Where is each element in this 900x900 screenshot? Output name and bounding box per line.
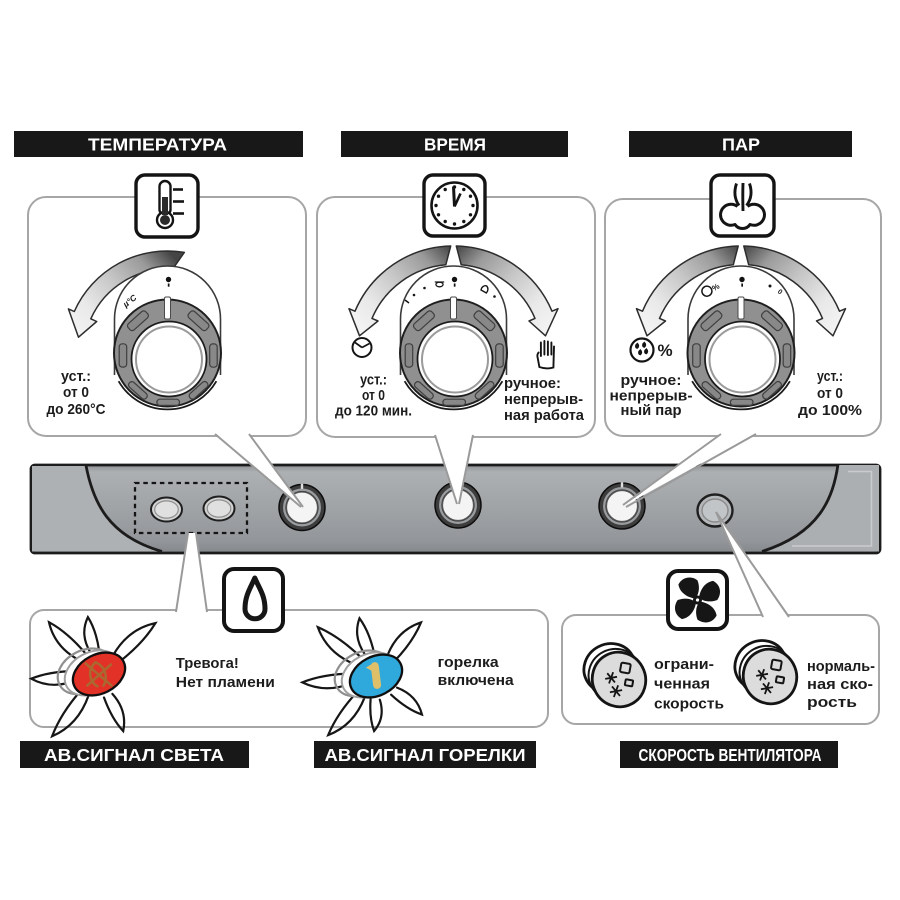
svg-text:0: 0	[776, 288, 784, 296]
svg-text:АВ.СИГНАЛ ГОРЕЛКИ: АВ.СИГНАЛ ГОРЕЛКИ	[325, 745, 526, 765]
svg-text:уст.:: уст.:	[817, 368, 843, 385]
svg-text:от 0: от 0	[63, 384, 89, 401]
svg-text:ручное:: ручное:	[621, 372, 682, 389]
svg-text:до 260°C: до 260°C	[47, 401, 106, 418]
svg-text:%: %	[657, 341, 672, 360]
svg-text:ручное:: ручное:	[504, 375, 561, 392]
svg-text:ный пар: ный пар	[621, 402, 682, 419]
svg-text:непрерыв-: непрерыв-	[610, 388, 693, 405]
svg-text:включена: включена	[438, 672, 515, 689]
svg-text:Тревога!: Тревога!	[176, 655, 239, 672]
svg-text:до 100%: до 100%	[798, 402, 862, 419]
svg-text:ПАР: ПАР	[722, 135, 760, 155]
svg-text:ТЕМПЕРАТУРА: ТЕМПЕРАТУРА	[88, 135, 227, 155]
svg-text:от 0: от 0	[817, 385, 843, 402]
svg-text:скорость: скорость	[654, 696, 724, 713]
svg-text:ограни-: ограни-	[654, 656, 714, 673]
svg-text:АВ.СИГНАЛ СВЕТА: АВ.СИГНАЛ СВЕТА	[44, 745, 224, 765]
svg-text:до 120 мин.: до 120 мин.	[335, 403, 412, 420]
svg-text:непрерыв-: непрерыв-	[504, 391, 583, 408]
svg-text:СКОРОСТЬ ВЕНТИЛЯТОРА: СКОРОСТЬ ВЕНТИЛЯТОРА	[639, 745, 822, 765]
svg-text:ная работа: ная работа	[504, 407, 585, 424]
svg-text:ВРЕМЯ: ВРЕМЯ	[424, 135, 486, 155]
svg-text:ная ско-: ная ско-	[807, 676, 873, 693]
svg-text:горелка: горелка	[438, 654, 500, 671]
svg-text:от 0: от 0	[362, 387, 385, 404]
svg-text:нормаль-: нормаль-	[807, 658, 875, 675]
svg-text:%: %	[710, 282, 721, 293]
svg-text:Нет пламени: Нет пламени	[176, 674, 275, 691]
svg-text:рость: рость	[807, 694, 857, 711]
svg-text:ченная: ченная	[654, 676, 710, 693]
svg-text:уст.:: уст.:	[360, 372, 387, 389]
svg-text:уст.:: уст.:	[61, 368, 91, 385]
